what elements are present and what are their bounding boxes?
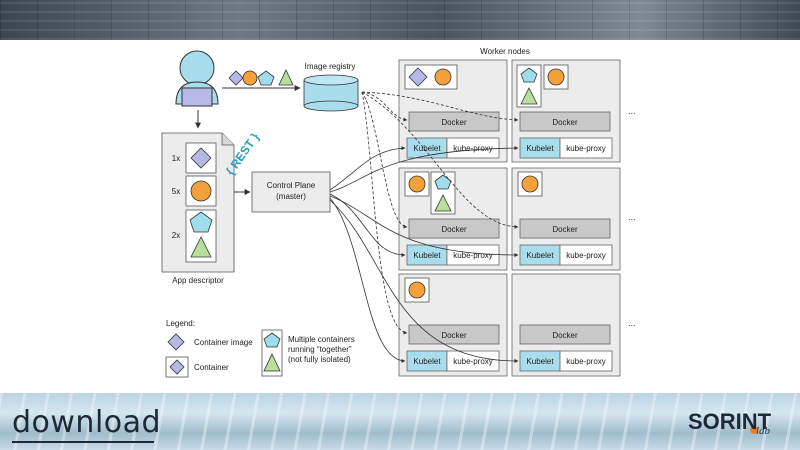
app-descriptor-label: App descriptor — [172, 276, 224, 285]
docker-label: Docker — [441, 331, 467, 340]
image-registry-cylinder — [303, 74, 359, 112]
kube-proxy-label: kube-proxy — [453, 144, 493, 153]
legend-title: Legend: — [166, 319, 195, 328]
circle-icon — [408, 175, 426, 193]
legend-multi-line2: running “together” — [288, 345, 352, 354]
app-descriptor-document — [161, 132, 235, 273]
control-plane-sublabel: (master) — [276, 192, 306, 201]
more-nodes-ellipsis: ... — [628, 212, 636, 222]
worker-node-4: Docker Kubelet kube-proxy — [511, 167, 621, 271]
worker-node-3: Docker Kubelet kube-proxy — [398, 167, 508, 271]
dev-images-row — [228, 69, 294, 86]
circle-icon — [547, 68, 565, 86]
legend-container-icon — [169, 359, 185, 375]
count-1x: 1x — [172, 154, 180, 163]
worker-node-1: Docker Kubelet kube-proxy — [398, 59, 508, 163]
legend-multi-line1: Multiple containers — [288, 335, 355, 344]
legend-container-image-label: Container image — [194, 338, 253, 347]
control-plane-label: Control Plane — [267, 181, 316, 190]
pentagon-icon — [257, 70, 275, 86]
kubelet-label: Kubelet — [526, 251, 554, 260]
legend-triangle-icon — [263, 353, 281, 372]
developer-person-icon — [175, 50, 219, 107]
kubelet-label: Kubelet — [413, 357, 441, 366]
count-2x: 2x — [172, 231, 180, 240]
registry-to-docker-arrows — [361, 91, 519, 335]
kubelet-label: Kubelet — [413, 144, 441, 153]
circle-icon — [408, 281, 426, 299]
kube-proxy-label: kube-proxy — [453, 357, 493, 366]
kube-proxy-label: kube-proxy — [566, 251, 606, 260]
worker-node-6: Docker Kubelet kube-proxy — [511, 273, 621, 377]
legend-pentagon-icon — [263, 332, 281, 348]
legend-multi-line3: (not fully isolated) — [288, 355, 351, 364]
docker-label: Docker — [441, 225, 467, 234]
kube-proxy-label: kube-proxy — [566, 144, 606, 153]
kubelet-label: Kubelet — [413, 251, 441, 260]
kubelet-label: Kubelet — [526, 144, 554, 153]
diamond-icon — [408, 67, 428, 87]
triangle-icon — [278, 69, 294, 86]
control-to-kubelet-arrows — [329, 146, 519, 363]
sorint-logo: SORINT — [688, 409, 772, 434]
worker-node-5: Docker Kubelet kube-proxy — [398, 273, 508, 377]
docker-label: Docker — [552, 118, 578, 127]
image-registry-label: Image registry — [305, 62, 356, 71]
more-nodes-ellipsis: ... — [628, 318, 636, 328]
top-banner — [0, 0, 800, 40]
circle-icon — [434, 68, 452, 86]
circle-icon — [521, 175, 539, 193]
kube-proxy-label: kube-proxy — [453, 251, 493, 260]
kube-proxy-label: kube-proxy — [566, 357, 606, 366]
control-plane-box — [251, 171, 331, 213]
download-logo-underline — [12, 441, 154, 443]
pentagon-icon — [189, 211, 213, 233]
triangle-icon — [520, 87, 538, 105]
pentagon-icon — [520, 67, 538, 83]
worker-nodes-title: Worker nodes — [480, 47, 530, 56]
legend-container-image-icon — [167, 333, 185, 351]
kubelet-label: Kubelet — [526, 357, 554, 366]
docker-label: Docker — [552, 331, 578, 340]
pentagon-icon — [434, 174, 452, 190]
triangle-icon — [190, 236, 212, 258]
bottom-banner — [0, 393, 800, 450]
diamond-icon — [190, 147, 212, 169]
circle-icon — [190, 180, 212, 202]
worker-node-2: Docker Kubelet kube-proxy — [511, 59, 621, 163]
triangle-icon — [434, 194, 452, 212]
diamond-icon — [228, 70, 244, 86]
count-5x: 5x — [172, 187, 180, 196]
more-nodes-ellipsis: ... — [628, 106, 636, 116]
sorint-logo-lab: lab — [756, 425, 771, 437]
docker-label: Docker — [441, 118, 467, 127]
circle-icon — [242, 70, 258, 86]
legend-container-label: Container — [194, 363, 229, 372]
docker-label: Docker — [552, 225, 578, 234]
download-logo: download — [12, 405, 162, 440]
sorint-logo-dot — [750, 426, 758, 434]
